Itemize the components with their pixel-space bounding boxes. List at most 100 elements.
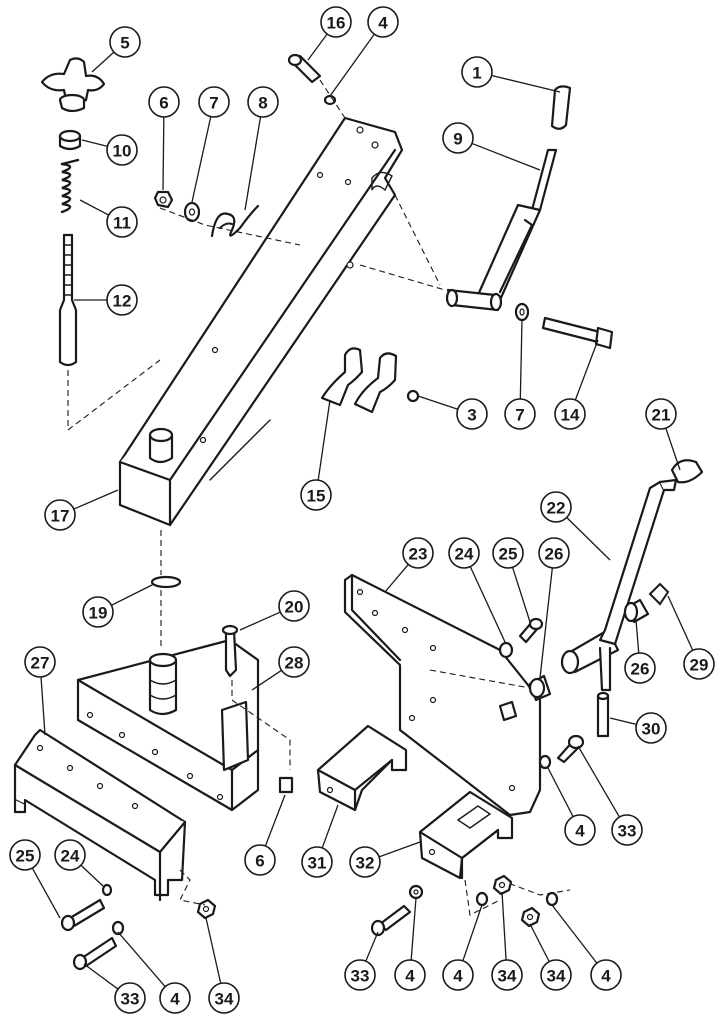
callout-circle <box>301 846 333 878</box>
leader-line-16 <box>665 427 681 471</box>
callout-circle <box>244 844 276 876</box>
leader-line-27 <box>667 595 694 651</box>
callout-circle <box>9 839 41 871</box>
callout-number: 31 <box>308 854 327 873</box>
callout-number: 4 <box>170 990 180 1009</box>
leader-line-6 <box>244 116 262 211</box>
callout-3-11: 3 <box>456 398 488 430</box>
callout-circle <box>540 959 572 991</box>
clip-part-29 <box>648 582 670 606</box>
leader-line-32 <box>321 804 339 849</box>
callout-circle <box>564 814 596 846</box>
callout-24-35: 24 <box>54 839 86 871</box>
leader-line-40 <box>410 897 417 961</box>
callout-circle <box>442 122 474 154</box>
callout-33-36: 33 <box>114 982 146 1014</box>
callout-circle <box>24 646 56 678</box>
washer-part-4-bottom-b <box>475 891 489 907</box>
u-bracket-part-31 <box>316 724 408 812</box>
leader-line-17 <box>566 517 611 561</box>
u-bracket-part-32 <box>418 790 514 880</box>
callout-number: 23 <box>409 545 428 564</box>
angle-bracket-part-27 <box>13 728 187 902</box>
callout-number: 16 <box>327 14 346 33</box>
callout-circle <box>402 537 434 569</box>
leader-line-42 <box>501 891 507 961</box>
screw-part-16 <box>287 53 322 84</box>
leader-line-36 <box>83 963 119 990</box>
callout-number: 17 <box>51 507 70 526</box>
callout-circle <box>448 537 480 569</box>
callout-22-17: 22 <box>540 491 572 523</box>
callout-circle <box>554 398 586 430</box>
grip-part-21 <box>670 459 704 484</box>
callout-15-14: 15 <box>300 479 332 511</box>
callout-4-37: 4 <box>159 982 191 1014</box>
callout-6-31: 6 <box>244 844 276 876</box>
leader-line-19 <box>469 566 506 643</box>
callout-25-20: 25 <box>492 537 524 569</box>
callout-32-33: 32 <box>349 846 381 878</box>
screw-part-25-left <box>60 898 106 932</box>
callout-circle <box>159 982 191 1014</box>
leader-line-0 <box>91 51 115 73</box>
callout-28-25: 28 <box>278 646 310 678</box>
callout-number: 15 <box>307 487 326 506</box>
callout-circle <box>492 537 524 569</box>
callout-27-24: 27 <box>24 646 56 678</box>
callout-number: 3 <box>467 406 476 425</box>
callout-number: 6 <box>159 94 168 113</box>
leader-line-30 <box>577 745 621 818</box>
callout-circle <box>611 814 643 846</box>
callout-16-7: 16 <box>320 6 352 38</box>
callout-number: 26 <box>631 660 650 679</box>
leader-line-31 <box>264 794 286 847</box>
callout-23-18: 23 <box>402 537 434 569</box>
callout-number: 24 <box>61 847 80 866</box>
callout-number: 28 <box>285 654 304 673</box>
callout-circle <box>491 959 523 991</box>
leader-line-2 <box>79 199 110 216</box>
callout-circle <box>367 6 399 38</box>
washer-part-24-left <box>101 883 113 897</box>
callout-number: 19 <box>89 604 108 623</box>
leader-line-1 <box>81 139 108 147</box>
callout-circle <box>247 86 279 118</box>
callout-circle <box>82 596 114 628</box>
leader-line-25 <box>251 669 282 691</box>
leader-line-21 <box>539 567 553 679</box>
cap-part-10 <box>58 129 82 151</box>
callout-number: 33 <box>121 990 140 1009</box>
callout-circle <box>106 284 138 316</box>
leader-lines <box>31 33 694 990</box>
callout-circle <box>442 959 474 991</box>
callout-34-42: 34 <box>491 959 523 991</box>
callout-circle <box>538 537 570 569</box>
callout-26-21: 26 <box>538 537 570 569</box>
callout-number: 4 <box>378 14 388 33</box>
callout-5-0: 5 <box>109 26 141 58</box>
leader-line-14 <box>317 399 331 481</box>
leader-line-41 <box>462 904 483 962</box>
callout-4-8: 4 <box>367 6 399 38</box>
screw-part-25-right <box>518 617 544 644</box>
callout-number: 33 <box>351 967 370 986</box>
callout-19-22: 19 <box>82 596 114 628</box>
threaded-rod-part-12 <box>58 233 161 432</box>
leader-line-26 <box>635 619 640 654</box>
callout-number: 7 <box>515 406 524 425</box>
callout-number: 34 <box>498 967 517 986</box>
callout-number: 30 <box>642 720 661 739</box>
callout-circle <box>590 959 622 991</box>
mount-plate-part-23 <box>343 573 542 817</box>
main-arm-part-17 <box>118 116 404 527</box>
lever-part-9 <box>445 148 558 312</box>
screw-part-20 <box>221 624 239 678</box>
nut-part-6-lower <box>278 776 294 794</box>
screw-part-33-right <box>556 734 585 764</box>
callout-number: 7 <box>209 94 218 113</box>
callout-circle <box>300 479 332 511</box>
callout-circle <box>54 839 86 871</box>
spring-clip-part-8 <box>210 204 260 238</box>
